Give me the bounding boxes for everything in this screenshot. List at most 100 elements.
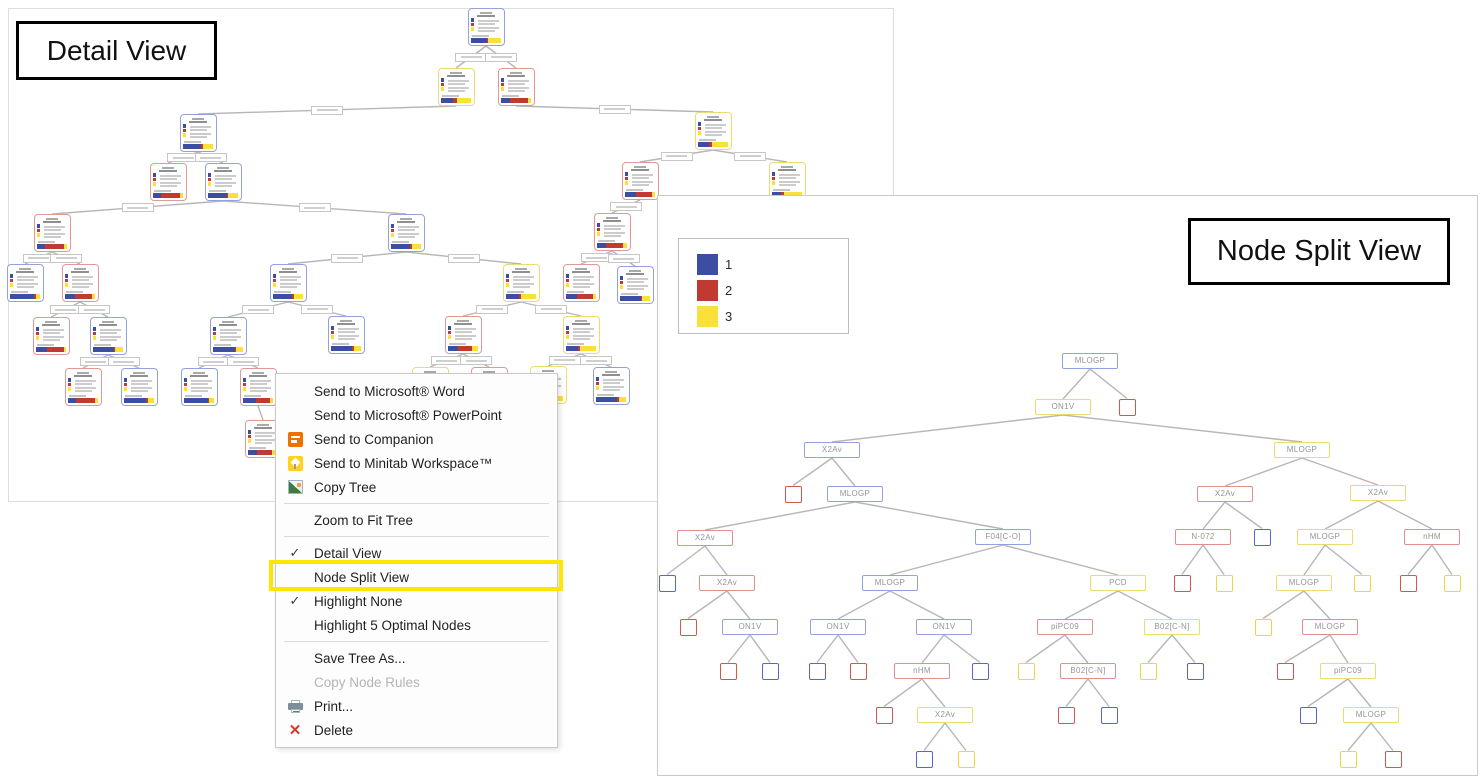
terminal-node[interactable] [849,662,867,680]
detail-tree-node[interactable] [327,316,365,354]
detail-tree-node[interactable] [32,317,70,355]
menu-item-save-tree-as[interactable]: Save Tree As... [276,646,557,670]
terminal-node[interactable] [808,662,826,680]
terminal-node[interactable] [1057,706,1075,724]
terminal-node[interactable] [679,618,697,636]
split-node[interactable]: MLOGP [1297,529,1353,545]
detail-tree-node[interactable] [209,317,247,355]
detail-tree-node[interactable] [502,264,540,302]
terminal-node[interactable] [1254,618,1272,636]
detail-tree-node[interactable] [269,264,307,302]
detail-tree-node[interactable] [61,264,99,302]
terminal-node[interactable] [1276,662,1294,680]
terminal-node[interactable] [719,662,737,680]
menu-item-send-to-companion[interactable]: Send to Companion [276,427,557,451]
detail-tree-node[interactable] [64,368,102,406]
split-node[interactable]: ON1V [810,619,866,635]
split-node[interactable]: B02[C-N] [1144,619,1200,635]
split-node[interactable]: X2Av [917,707,973,723]
menu-item-delete[interactable]: ✕Delete [276,718,557,742]
detail-tree-node[interactable] [387,214,425,252]
terminal-node[interactable] [971,662,989,680]
menu-item-highlight-none[interactable]: ✓Highlight None [276,589,557,613]
terminal-node[interactable] [1173,574,1191,592]
terminal-node[interactable] [1339,750,1357,768]
detail-tree-node[interactable] [33,214,71,252]
terminal-node[interactable] [1399,574,1417,592]
split-node[interactable]: F04[C-O] [975,529,1031,545]
detail-tree-node[interactable] [621,162,659,200]
terminal-node[interactable] [957,750,975,768]
split-node[interactable]: X2Av [677,530,733,546]
menu-item-node-split-view[interactable]: Node Split View [276,565,557,589]
split-node[interactable]: nHM [894,663,950,679]
detail-tree-node[interactable] [467,8,505,46]
detail-tree-node[interactable] [497,68,535,106]
detail-tree-node[interactable] [180,368,218,406]
split-node[interactable]: ON1V [1035,399,1091,415]
split-node[interactable]: X2Av [699,575,755,591]
terminal-node[interactable] [1353,574,1371,592]
split-node[interactable]: X2Av [1350,485,1406,501]
split-node[interactable]: MLOGP [1302,619,1358,635]
split-node[interactable]: piPC09 [1037,619,1093,635]
class-distribution-bar [595,396,627,402]
terminal-node[interactable] [1100,706,1118,724]
split-node[interactable]: MLOGP [827,486,883,502]
terminal-node[interactable] [1118,398,1136,416]
terminal-node[interactable] [1253,528,1271,546]
split-node[interactable]: ON1V [722,619,778,635]
menu-item-detail-view[interactable]: ✓Detail View [276,541,557,565]
detail-tree-node[interactable] [593,213,631,251]
menu-item-send-to-microsoft-word[interactable]: Send to Microsoft® Word [276,379,557,403]
detail-tree-node[interactable] [562,316,600,354]
menu-item-zoom-to-fit-tree[interactable]: Zoom to Fit Tree [276,508,557,532]
detail-tree-node[interactable] [149,163,187,201]
terminal-node[interactable] [1384,750,1402,768]
terminal-node[interactable] [875,706,893,724]
detail-tree-node[interactable] [179,114,217,152]
split-rule-label [78,305,110,314]
detail-tree-node[interactable] [768,162,806,200]
detail-tree-node[interactable] [120,368,158,406]
detail-tree-node[interactable] [204,163,242,201]
detail-tree-node[interactable] [6,264,44,302]
terminal-node[interactable] [761,662,779,680]
terminal-node[interactable] [1186,662,1204,680]
detail-tree-node[interactable] [562,264,600,302]
detail-tree-node[interactable] [437,68,475,106]
split-node[interactable]: MLOGP [1062,353,1118,369]
menu-item-send-to-microsoft-powerpoint[interactable]: Send to Microsoft® PowerPoint [276,403,557,427]
detail-tree-node[interactable] [444,316,482,354]
detail-tree-node[interactable] [89,317,127,355]
split-node[interactable]: MLOGP [1274,442,1330,458]
detail-tree-node[interactable] [616,266,654,304]
split-node[interactable]: MLOGP [862,575,918,591]
split-node[interactable]: X2Av [804,442,860,458]
detail-tree-node[interactable] [239,368,277,406]
menu-item-print[interactable]: Print... [276,694,557,718]
terminal-node[interactable] [784,485,802,503]
terminal-node[interactable] [1215,574,1233,592]
split-node[interactable]: MLOGP [1343,707,1399,723]
split-rule-label [298,203,331,212]
split-node[interactable]: piPC09 [1320,663,1376,679]
terminal-node[interactable] [1443,574,1461,592]
split-node[interactable]: X2Av [1197,486,1253,502]
terminal-node[interactable] [1017,662,1035,680]
terminal-node[interactable] [915,750,933,768]
menu-item-send-to-minitab-workspace[interactable]: Send to Minitab Workspace™ [276,451,557,475]
split-node[interactable]: N-072 [1175,529,1231,545]
menu-item-copy-tree[interactable]: Copy Tree [276,475,557,499]
split-node[interactable]: PCD [1090,575,1146,591]
detail-tree-node[interactable] [592,367,630,405]
terminal-node[interactable] [1299,706,1317,724]
split-node[interactable]: MLOGP [1276,575,1332,591]
split-node[interactable]: nHM [1404,529,1460,545]
terminal-node[interactable] [658,574,676,592]
detail-tree-node[interactable] [694,112,732,150]
menu-item-highlight-5-optimal-nodes[interactable]: Highlight 5 Optimal Nodes [276,613,557,637]
terminal-node[interactable] [1139,662,1157,680]
split-node[interactable]: ON1V [916,619,972,635]
split-node[interactable]: B02[C-N] [1060,663,1116,679]
